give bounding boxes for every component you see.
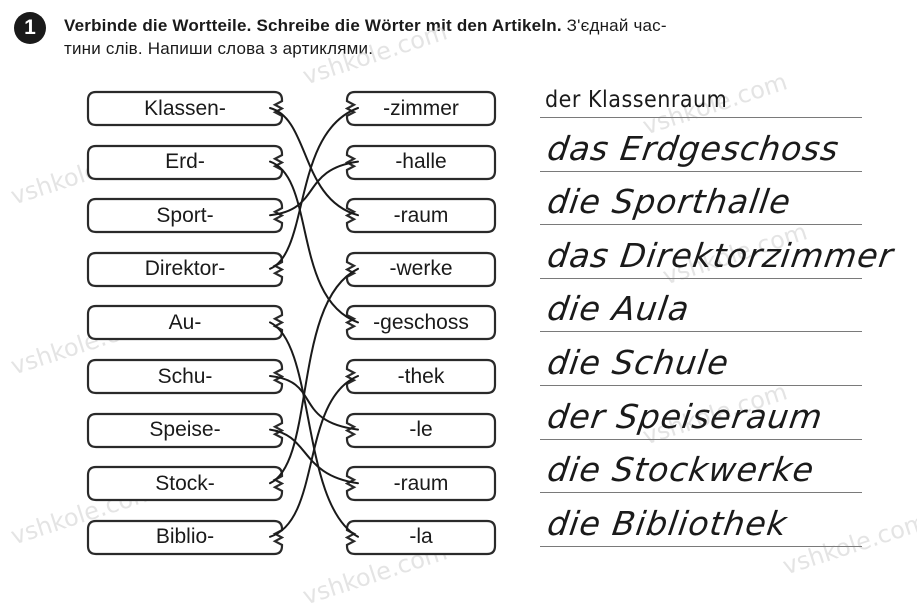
left-word-part-label: Erd-: [165, 150, 205, 174]
left-word-part[interactable]: Stock-: [86, 465, 284, 502]
left-word-part[interactable]: Direktor-: [86, 251, 284, 288]
handwritten-answer: die Bibliothek: [545, 503, 790, 543]
left-word-part-label: Stock-: [155, 471, 215, 495]
handwritten-answer: die Sporthalle: [545, 182, 794, 222]
handwritten-answer: die Stockwerke: [545, 450, 817, 490]
right-word-part[interactable]: -zimmer: [345, 90, 497, 127]
handwritten-answer: das Erdgeschoss: [545, 128, 842, 168]
instruction-ukrainian-part1: З'єднай час-: [561, 16, 667, 35]
connector-line: [269, 160, 359, 324]
left-word-part[interactable]: Biblio-: [86, 519, 284, 556]
right-word-part[interactable]: -thek: [345, 358, 497, 395]
task-number-badge: 1: [14, 12, 46, 44]
answer-rule: [540, 117, 862, 118]
answer-rule: [540, 545, 862, 547]
left-word-part[interactable]: Klassen-: [86, 90, 284, 127]
left-word-part[interactable]: Sport-: [86, 197, 284, 234]
right-word-part-label: -raum: [393, 203, 449, 227]
handwritten-answer: der Speiseraum: [545, 396, 826, 436]
example-answer: der Klassenraum: [545, 87, 728, 113]
left-word-part-label: Direktor-: [144, 257, 226, 281]
right-word-part-label: -le: [409, 418, 433, 442]
answer-rule: [540, 170, 862, 172]
right-word-part[interactable]: -le: [345, 412, 497, 449]
handwritten-answer: das Direktorzimmer: [545, 235, 897, 275]
right-word-part-label: -la: [409, 525, 433, 549]
task-instruction: Verbinde die Wortteile. Schreibe die Wör…: [64, 14, 899, 60]
right-word-part[interactable]: -raum: [345, 465, 497, 502]
right-word-part[interactable]: -raum: [345, 197, 497, 234]
right-word-part-label: -halle: [395, 150, 447, 174]
answer-rule: [540, 385, 862, 386]
left-word-part-label: Biblio-: [155, 525, 215, 549]
right-word-part[interactable]: -werke: [345, 251, 497, 288]
answer-rule: [540, 438, 862, 440]
right-word-part[interactable]: -halle: [345, 144, 497, 181]
answer-rule: [540, 492, 862, 494]
left-word-part-label: Sport-: [156, 203, 214, 227]
answer-rule: [540, 277, 862, 279]
right-word-part-label: -raum: [393, 471, 449, 495]
left-word-part[interactable]: Speise-: [86, 412, 284, 449]
right-word-part-label: -zimmer: [383, 96, 459, 120]
answer-rule: [540, 331, 862, 333]
right-word-part-label: -werke: [389, 257, 453, 281]
left-word-part-label: Schu-: [157, 364, 213, 388]
left-word-part-label: Au-: [168, 310, 202, 334]
handwritten-answer: die Schule: [545, 343, 732, 382]
left-word-part-label: Speise-: [149, 418, 221, 442]
instruction-german: Verbinde die Wortteile. Schreibe die Wör…: [64, 16, 562, 35]
right-word-part-label: -geschoss: [373, 310, 469, 334]
left-word-part[interactable]: Au-: [86, 304, 284, 341]
handwritten-answer: die Aula: [545, 289, 693, 329]
connector-line: [269, 375, 359, 538]
left-word-part[interactable]: Schu-: [86, 358, 284, 395]
instruction-ukrainian-part2: тини слів. Напиши слова з артиклями.: [64, 39, 374, 58]
answer-rule: [540, 224, 862, 226]
left-word-part-label: Klassen-: [144, 96, 226, 120]
connector-line: [269, 107, 359, 270]
right-word-part[interactable]: -geschoss: [345, 304, 497, 341]
right-word-part[interactable]: -la: [345, 519, 497, 556]
left-word-part[interactable]: Erd-: [86, 144, 284, 181]
watermark-text: vshkole.com: [779, 507, 917, 581]
right-word-part-label: -thek: [397, 364, 445, 388]
